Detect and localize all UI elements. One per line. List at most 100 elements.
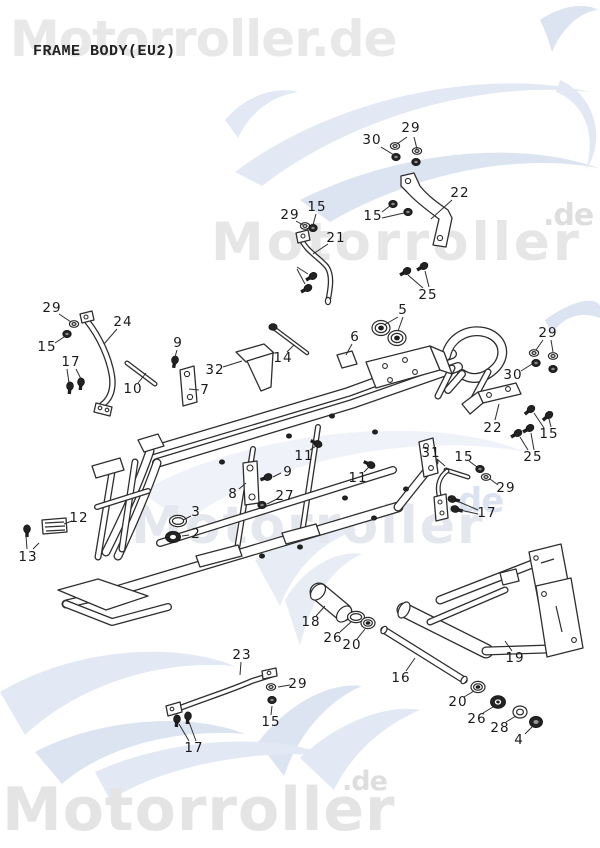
callout-15: 15 (261, 714, 281, 730)
hw-bolt (184, 711, 192, 725)
callout-23: 23 (232, 647, 252, 663)
callout-11: 11 (348, 470, 368, 486)
hw-dot (372, 429, 378, 435)
hw-bolt (23, 524, 31, 537)
hw-bolt (171, 355, 179, 369)
callout-26: 26 (323, 630, 343, 646)
hw-dot (329, 413, 335, 419)
callout-29: 29 (401, 120, 421, 136)
callout-29: 29 (496, 480, 516, 496)
callout-11: 11 (294, 448, 314, 464)
hw-bushing (470, 680, 486, 694)
callout-25: 25 (523, 449, 543, 465)
hw-nut (531, 358, 541, 368)
callout-4: 4 (514, 732, 524, 748)
callout-19: 19 (505, 650, 525, 666)
callout-15: 15 (454, 449, 474, 465)
callout-15: 15 (307, 199, 327, 215)
diagram-title: FRAME BODY(EU2) (33, 43, 176, 60)
hw-bolt (416, 262, 429, 272)
callout-24: 24 (113, 314, 133, 330)
callout-18: 18 (301, 614, 321, 630)
callout-29: 29 (42, 300, 62, 316)
hardware-items (23, 142, 559, 728)
callout-12: 12 (69, 510, 89, 526)
hw-washer (299, 222, 311, 230)
leader-lines (25, 136, 554, 742)
callout-22: 22 (483, 420, 503, 436)
callout-17: 17 (61, 354, 81, 370)
hw-dot (219, 459, 225, 465)
hw-bolt (523, 404, 536, 416)
hw-ring (346, 610, 366, 624)
hw-nut (403, 207, 413, 217)
hw-bolt (310, 439, 323, 448)
callout-20: 20 (342, 637, 362, 653)
hw-washer-lg (512, 705, 528, 719)
hw-nut (411, 157, 421, 167)
hw-dot (371, 515, 377, 521)
callout-29: 29 (280, 207, 300, 223)
hw-nut (475, 464, 485, 474)
watermark-top: Motorroller.de (10, 10, 397, 68)
hw-bolt (450, 505, 464, 513)
callout-22: 22 (450, 185, 470, 201)
callout-26: 26 (467, 711, 487, 727)
hw-bolt (363, 460, 376, 469)
callout-3: 3 (191, 504, 201, 520)
callout-32: 32 (205, 362, 225, 378)
hw-washer (265, 683, 277, 691)
callout-29: 29 (538, 325, 558, 341)
hw-nut (62, 329, 72, 339)
hw-nut (267, 695, 277, 705)
hw-washer (480, 473, 492, 481)
swoosh-top-right (225, 5, 600, 334)
hw-nut (308, 223, 318, 233)
hw-nut (388, 199, 398, 209)
swoosh-bottom-left (0, 651, 420, 800)
bracket-illustrations (41, 172, 584, 717)
callout-15: 15 (363, 208, 383, 224)
hw-dot (342, 495, 348, 501)
hw-washer (68, 320, 80, 328)
hw-bolt (173, 714, 181, 728)
hw-bolt (305, 272, 318, 282)
callout-25: 25 (418, 287, 438, 303)
watermark-mid: Motorroller (211, 212, 583, 273)
callout-29: 29 (288, 676, 308, 692)
callout-6: 6 (350, 329, 360, 345)
hw-bolt (541, 410, 554, 422)
hw-washer (411, 147, 423, 155)
callout-30: 30 (503, 367, 523, 383)
hw-nut (548, 364, 558, 374)
callout-15: 15 (539, 426, 559, 442)
hw-dot (286, 433, 292, 439)
callout-17: 17 (477, 505, 497, 521)
callout-27: 27 (275, 488, 295, 504)
callout-10: 10 (123, 381, 143, 397)
callout-31: 31 (421, 445, 441, 461)
callout-28: 28 (490, 720, 510, 736)
watermark-bottom: Motorroller (2, 775, 396, 845)
callout-21: 21 (326, 230, 346, 246)
hw-bolt (259, 473, 273, 482)
hw-dot (259, 553, 265, 559)
callout-2: 2 (191, 526, 201, 542)
hw-cap (387, 329, 407, 347)
frame-illustration (61, 236, 553, 714)
hw-bearing (490, 695, 506, 709)
callout-8: 8 (228, 486, 238, 502)
callout-5: 5 (398, 302, 408, 318)
hw-washer (547, 352, 559, 360)
hw-bolt (77, 377, 85, 391)
hw-bolt (300, 284, 313, 294)
hw-bushing (360, 616, 376, 630)
hw-dot (297, 544, 303, 550)
hw-bolt (399, 267, 412, 277)
callout-14: 14 (273, 350, 293, 366)
callout-17: 17 (184, 740, 204, 756)
callout-30: 30 (362, 132, 382, 148)
hw-nut-lg (529, 716, 543, 728)
hw-grommet (165, 531, 181, 543)
